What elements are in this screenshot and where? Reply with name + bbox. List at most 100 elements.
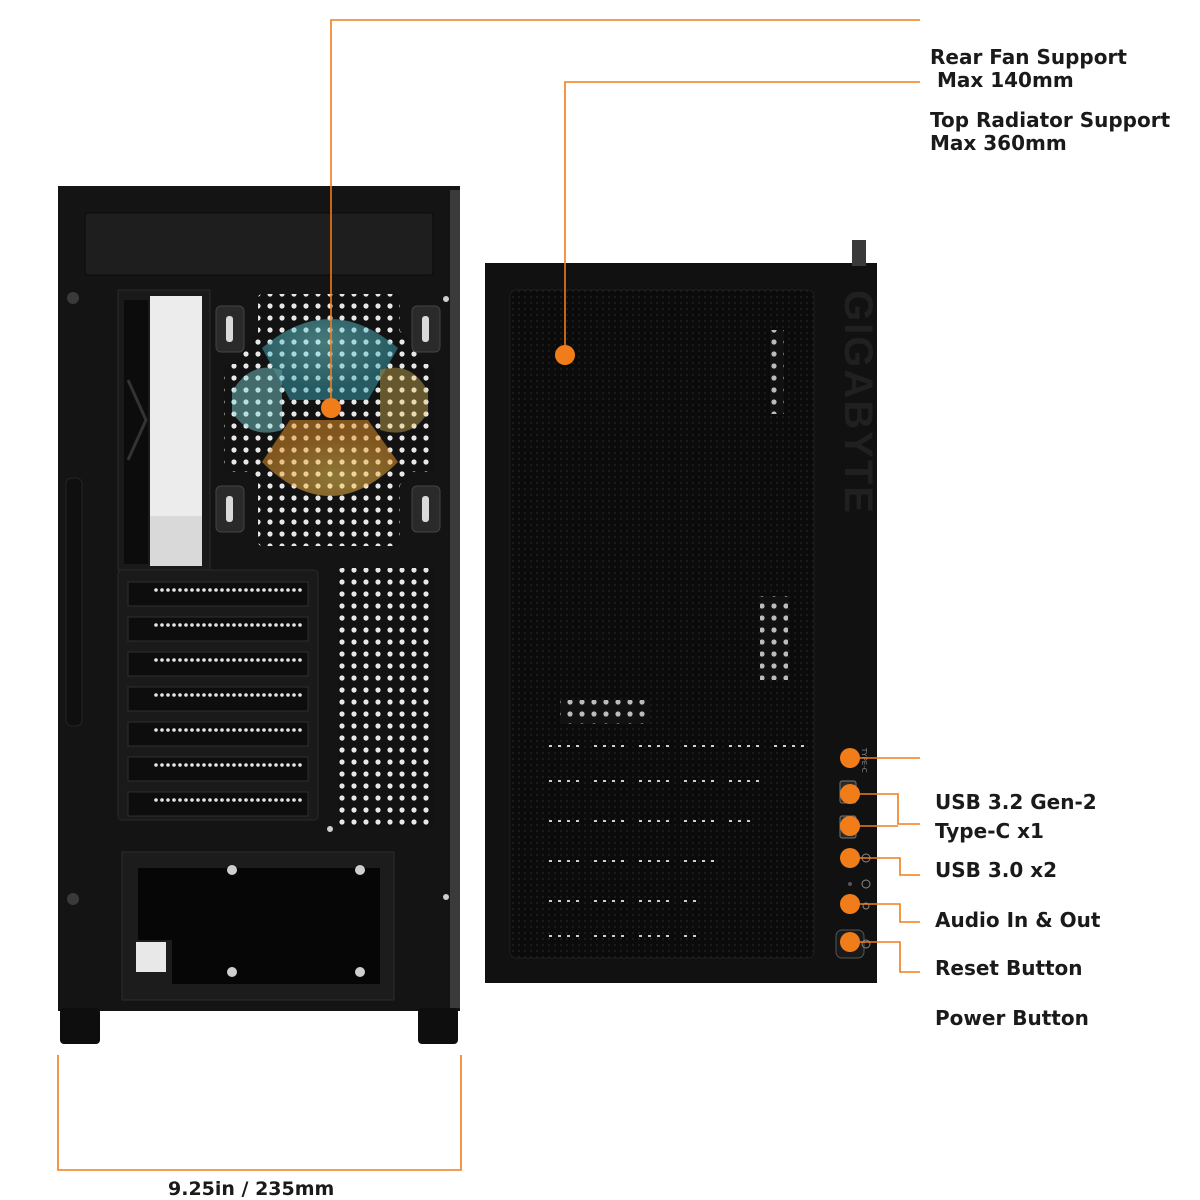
slot-vent-hole <box>160 693 164 697</box>
slot-vent-hole <box>256 623 260 627</box>
slot-vent-hole <box>256 658 260 662</box>
slot-vent-hole <box>286 623 290 627</box>
mesh-highlight <box>639 780 642 782</box>
slot-vent-hole <box>202 763 206 767</box>
slot-vent-hole <box>268 728 272 732</box>
slot-vent-hole <box>238 798 242 802</box>
mesh-highlight <box>576 820 579 822</box>
mesh-highlight <box>657 820 660 822</box>
slot-vent-hole <box>244 693 248 697</box>
mesh-highlight <box>747 780 750 782</box>
slot-vent-hole <box>214 693 218 697</box>
slot-vent-hole <box>286 588 290 592</box>
slot-vent-hole <box>250 763 254 767</box>
slot-vent-hole <box>250 658 254 662</box>
slot-vent-hole <box>172 623 176 627</box>
slot-vent-hole <box>298 798 302 802</box>
mesh-highlight <box>576 745 579 747</box>
slot-vent-hole <box>238 588 242 592</box>
slot-vent-hole <box>250 588 254 592</box>
slot-vent-hole <box>298 623 302 627</box>
mesh-highlight <box>612 820 615 822</box>
slot-vent-hole <box>172 693 176 697</box>
slot-vent-hole <box>244 623 248 627</box>
slot-vent-hole <box>154 798 158 802</box>
slot-vent-hole <box>250 728 254 732</box>
mesh-highlight <box>783 745 786 747</box>
mesh-highlight <box>603 935 606 937</box>
slot-vent-hole <box>208 658 212 662</box>
mesh-highlight <box>702 860 705 862</box>
mesh-highlight <box>558 745 561 747</box>
slot-vent-hole <box>250 798 254 802</box>
mesh-highlight <box>729 745 732 747</box>
slot-vent-hole <box>232 658 236 662</box>
slot-vent-hole <box>280 623 284 627</box>
mesh-highlight <box>549 900 552 902</box>
slot-cover <box>127 651 309 677</box>
slot-vent-hole <box>160 798 164 802</box>
mesh-highlight <box>558 780 561 782</box>
slot-vent-hole <box>220 693 224 697</box>
slot-vent-hole <box>298 763 302 767</box>
mesh-highlight <box>693 745 696 747</box>
slot-vent-hole <box>154 588 158 592</box>
mesh-highlight <box>621 745 624 747</box>
slot-vent-hole <box>214 623 218 627</box>
gigabyte-logo: GIGABYTE <box>836 290 880 515</box>
slot-vent-hole <box>262 798 266 802</box>
mesh-highlight <box>576 935 579 937</box>
slot-vent-hole <box>214 763 218 767</box>
slot-vent-hole <box>184 763 188 767</box>
slot-vent-hole <box>226 798 230 802</box>
slot-vent-hole <box>250 693 254 697</box>
slot-vent-hole <box>256 798 260 802</box>
power-label: Power Button <box>935 1006 1089 1030</box>
mesh-highlight <box>711 745 714 747</box>
slot-vent-hole <box>196 728 200 732</box>
slot-vent-hole <box>262 623 266 627</box>
slot-vent-hole <box>232 693 236 697</box>
slot-vent-hole <box>292 798 296 802</box>
slot-vent-hole <box>286 763 290 767</box>
slot-cover <box>127 616 309 642</box>
slot-vent-hole <box>214 728 218 732</box>
mesh-highlight <box>684 860 687 862</box>
mesh-highlight <box>612 860 615 862</box>
slot-vent-hole <box>220 588 224 592</box>
mesh-highlight <box>702 745 705 747</box>
slot-vent-hole <box>202 798 206 802</box>
mesh-highlight <box>693 860 696 862</box>
mesh-highlight <box>666 780 669 782</box>
mesh-highlight <box>774 745 777 747</box>
slot-vent-hole <box>268 763 272 767</box>
mesh-highlight <box>657 780 660 782</box>
mesh-highlight <box>738 780 741 782</box>
mesh-highlight <box>594 935 597 937</box>
mesh-highlight <box>603 900 606 902</box>
slot-vent-hole <box>286 658 290 662</box>
width-dimension-label: 9.25in / 235mm <box>168 1178 335 1200</box>
slot-vent-hole <box>280 728 284 732</box>
slot-vent-hole <box>226 728 230 732</box>
mesh-highlight <box>666 935 669 937</box>
slot-vent-hole <box>274 693 278 697</box>
slot-vent-hole <box>196 763 200 767</box>
slot-vent-hole <box>172 798 176 802</box>
mesh-highlight <box>756 745 759 747</box>
mesh-highlight <box>693 820 696 822</box>
slot-vent-hole <box>178 798 182 802</box>
mesh-highlight <box>756 780 759 782</box>
slot-vent-hole <box>244 728 248 732</box>
slot-vent-hole <box>226 658 230 662</box>
slot-vent-hole <box>280 798 284 802</box>
slot-vent-hole <box>226 588 230 592</box>
mesh-highlight <box>639 860 642 862</box>
mesh-highlight <box>657 745 660 747</box>
slot-vent-hole <box>154 623 158 627</box>
slot-vent-hole <box>274 623 278 627</box>
slot-vent-hole <box>244 798 248 802</box>
mesh-highlight <box>612 900 615 902</box>
mesh-highlight <box>693 900 696 902</box>
mesh-highlight <box>594 860 597 862</box>
